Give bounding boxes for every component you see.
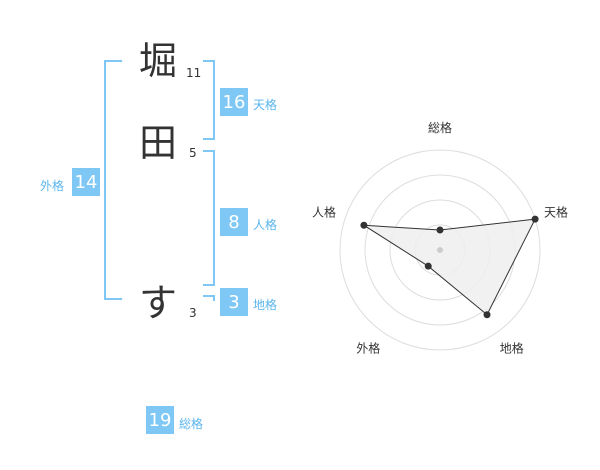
- radar-point-2: [531, 215, 539, 223]
- stroke-count-2: 5: [189, 146, 197, 160]
- radar-axis-label-2: 天格: [544, 204, 568, 219]
- soukaku-value: 19: [146, 406, 174, 434]
- jinkaku-label: 人格: [253, 218, 278, 232]
- radar-axis-label-3: 地格: [500, 341, 524, 356]
- radar-axis-label-1: 総格: [428, 120, 452, 135]
- stroke-count-1: 11: [186, 66, 202, 80]
- radar-point-1: [436, 226, 444, 234]
- tenkaku-bracket: [203, 60, 215, 140]
- gaikaku-bracket: [104, 60, 122, 300]
- tenkaku-value: 16: [220, 88, 248, 116]
- name-char-2: 田: [139, 121, 178, 165]
- radar-series-area: [363, 218, 536, 316]
- stroke-count-3: 3: [189, 306, 197, 320]
- chikaku-value: 3: [220, 288, 248, 316]
- radar-axis-label-5: 人格: [312, 204, 336, 219]
- soukaku-label: 総格: [179, 417, 204, 431]
- jinkaku-bracket: [203, 150, 215, 286]
- radar-point-4: [424, 262, 432, 270]
- tenkaku-label: 天格: [253, 98, 278, 112]
- jinkaku-value: 8: [220, 208, 248, 236]
- name-char-1: 堀: [139, 39, 178, 83]
- gaikaku-label: 外格: [40, 179, 65, 193]
- gaikaku-value: 14: [72, 168, 100, 196]
- name-char-3: す: [139, 281, 178, 325]
- radar-grid-ring: [339, 149, 541, 351]
- chikaku-bracket: [203, 295, 215, 301]
- radar-point-5: [360, 221, 368, 229]
- radar-point-3: [483, 311, 491, 319]
- radar-center-dot: [437, 247, 443, 253]
- radar-axis-label-4: 外格: [356, 341, 380, 356]
- chikaku-label: 地格: [253, 298, 278, 312]
